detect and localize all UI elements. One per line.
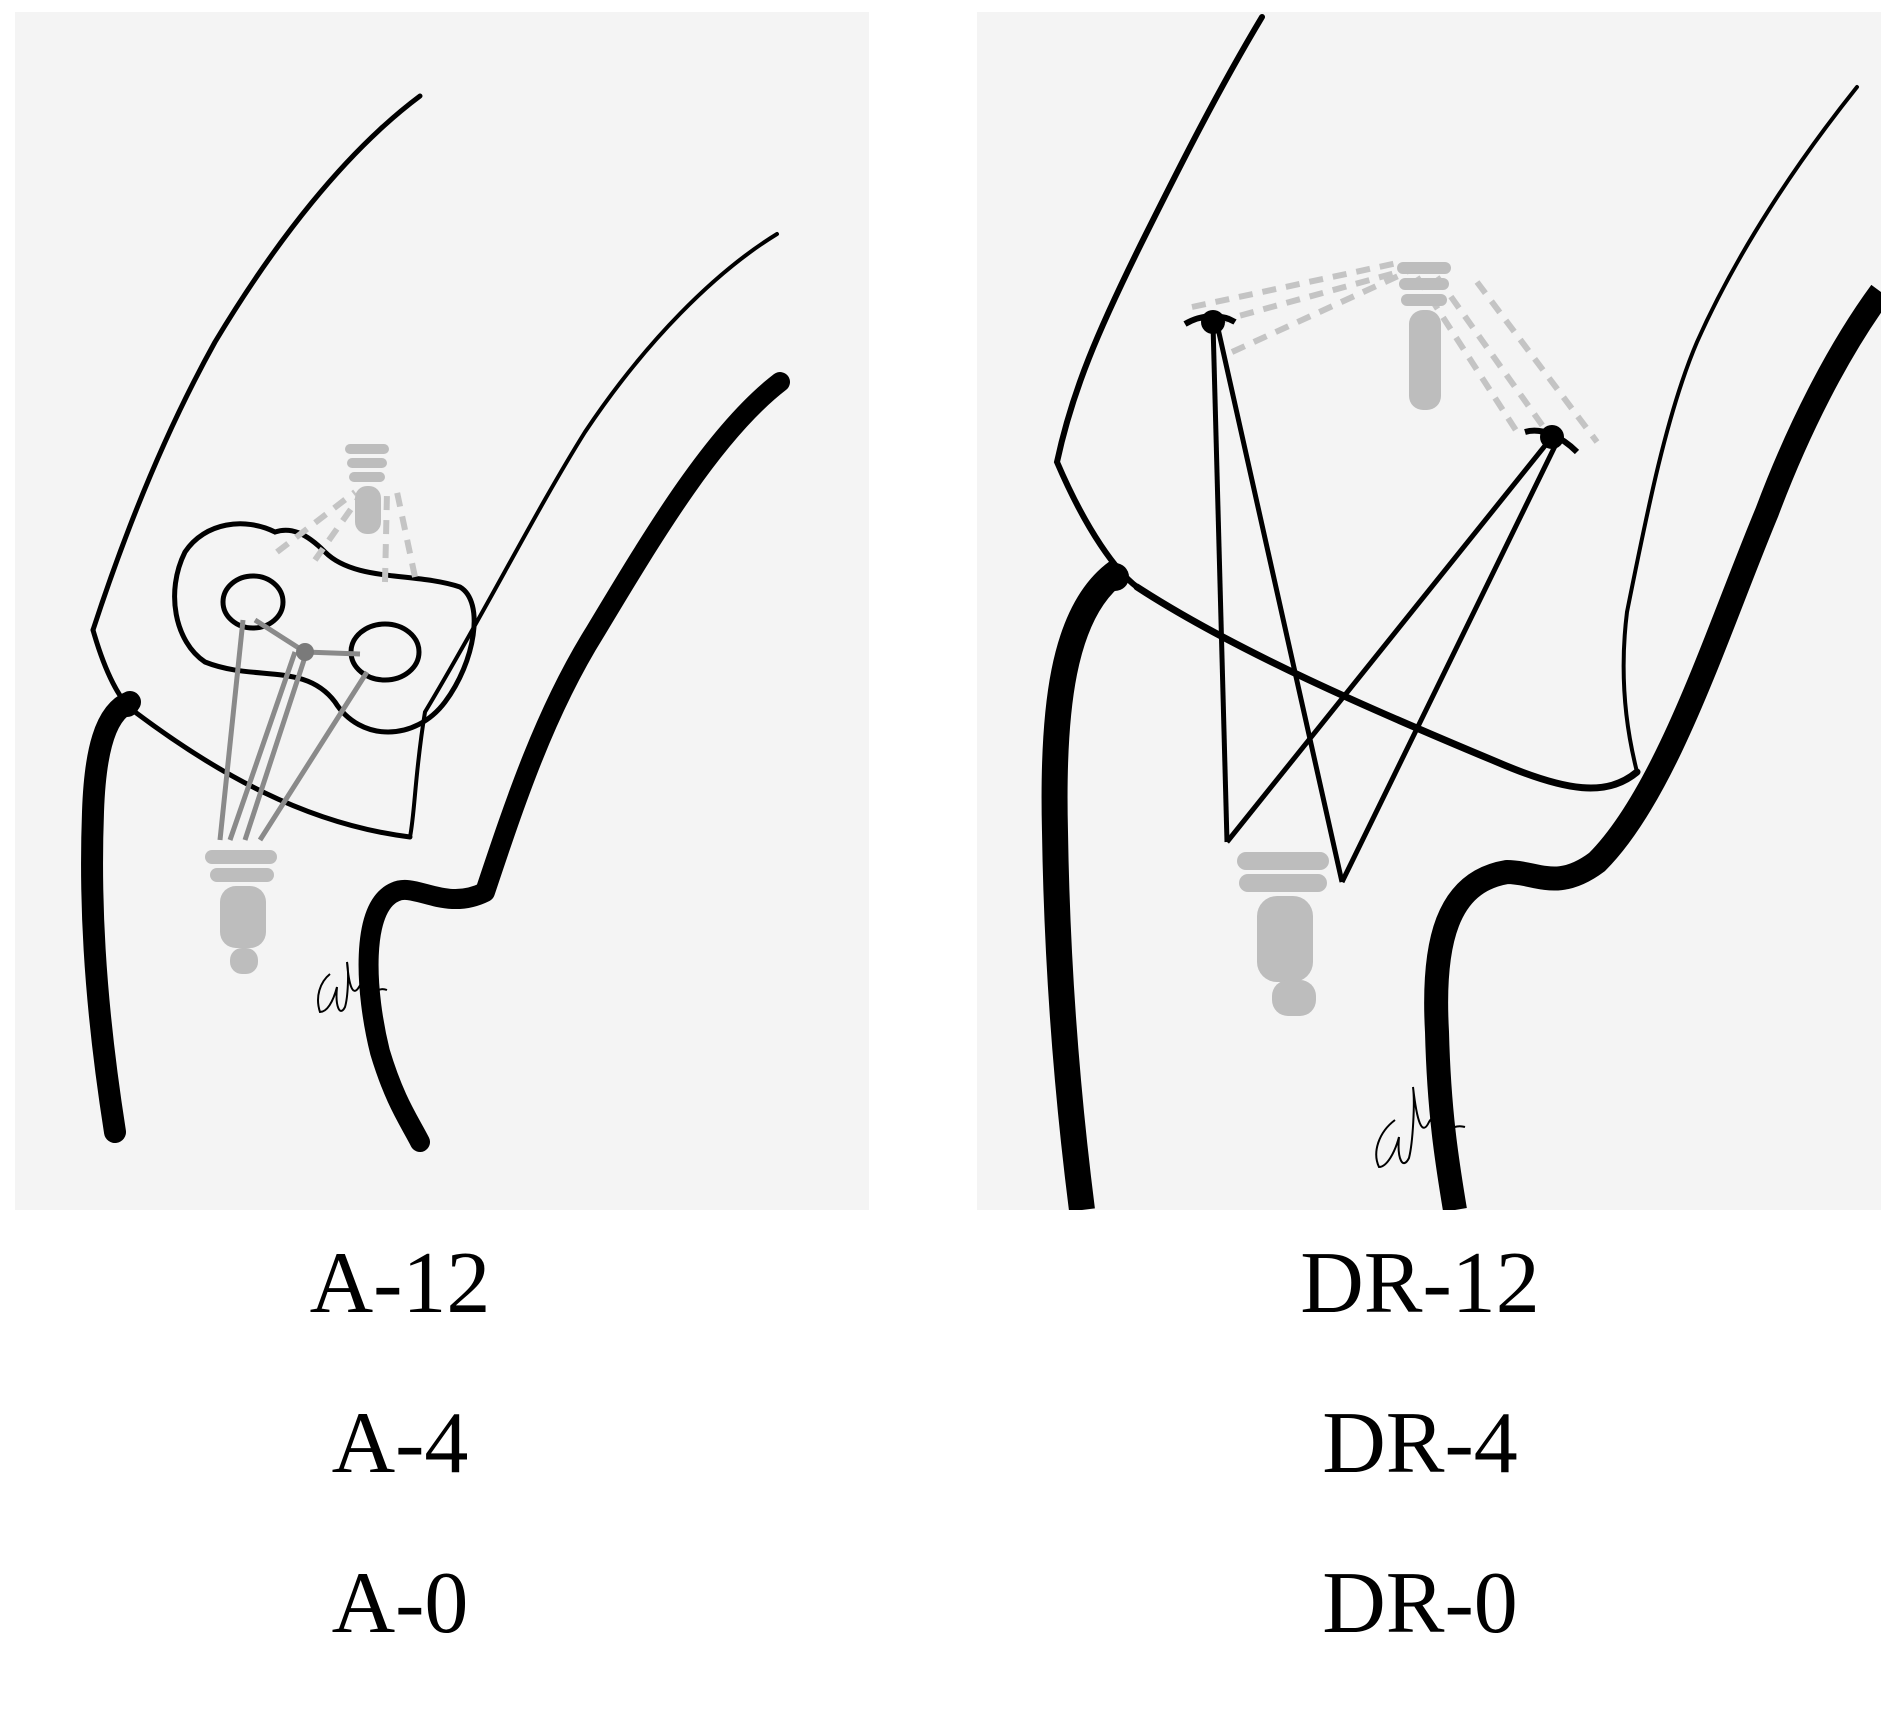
label-right-3: DR-0 (1322, 1555, 1518, 1652)
implant-upper (345, 444, 389, 534)
labels-left: A-12 A-4 A-0 (150, 1240, 650, 1720)
dashed-lines-upper (275, 489, 418, 583)
tibia-front-line (1041, 561, 1126, 1210)
label-left-2: A-4 (331, 1395, 469, 1492)
femur-outline (90, 93, 423, 633)
illustration-right (977, 12, 1881, 1210)
signature-right (1375, 1086, 1466, 1169)
illustration-left (15, 12, 869, 1210)
dashed-lines-upper (1191, 259, 1600, 444)
knee-diagram-left (81, 93, 790, 1152)
label-left-1: A-12 (309, 1235, 491, 1332)
tunnel-right (348, 621, 422, 683)
suture-knot (296, 643, 314, 661)
posterior-outline (408, 232, 779, 839)
signature-left (317, 961, 388, 1014)
label-right-2: DR-4 (1322, 1395, 1518, 1492)
tibia-back-line (1424, 284, 1881, 1210)
tibia-front-line (81, 691, 141, 1143)
femur-condyle-line (1133, 583, 1641, 792)
labels-right: DR-12 DR-4 DR-0 (1170, 1240, 1670, 1720)
femur-condyle-line (90, 627, 413, 840)
tunnel-outline (172, 521, 477, 735)
knee-diagram-right (1041, 14, 1881, 1210)
implant-upper (1397, 262, 1451, 410)
suture-lines-right (1210, 323, 1560, 884)
tibia-back-line (358, 372, 790, 1152)
suture-lines-left (217, 617, 370, 842)
tunnel-left (220, 573, 286, 631)
femur-outline (1053, 14, 1265, 590)
implant-lower (1237, 852, 1329, 1016)
label-right-1: DR-12 (1300, 1235, 1540, 1332)
posterior-outline (1621, 85, 1859, 774)
joint-dot (1101, 563, 1129, 591)
implant-lower (205, 850, 277, 974)
joint-dot (115, 693, 139, 717)
label-left-3: A-0 (331, 1555, 469, 1652)
